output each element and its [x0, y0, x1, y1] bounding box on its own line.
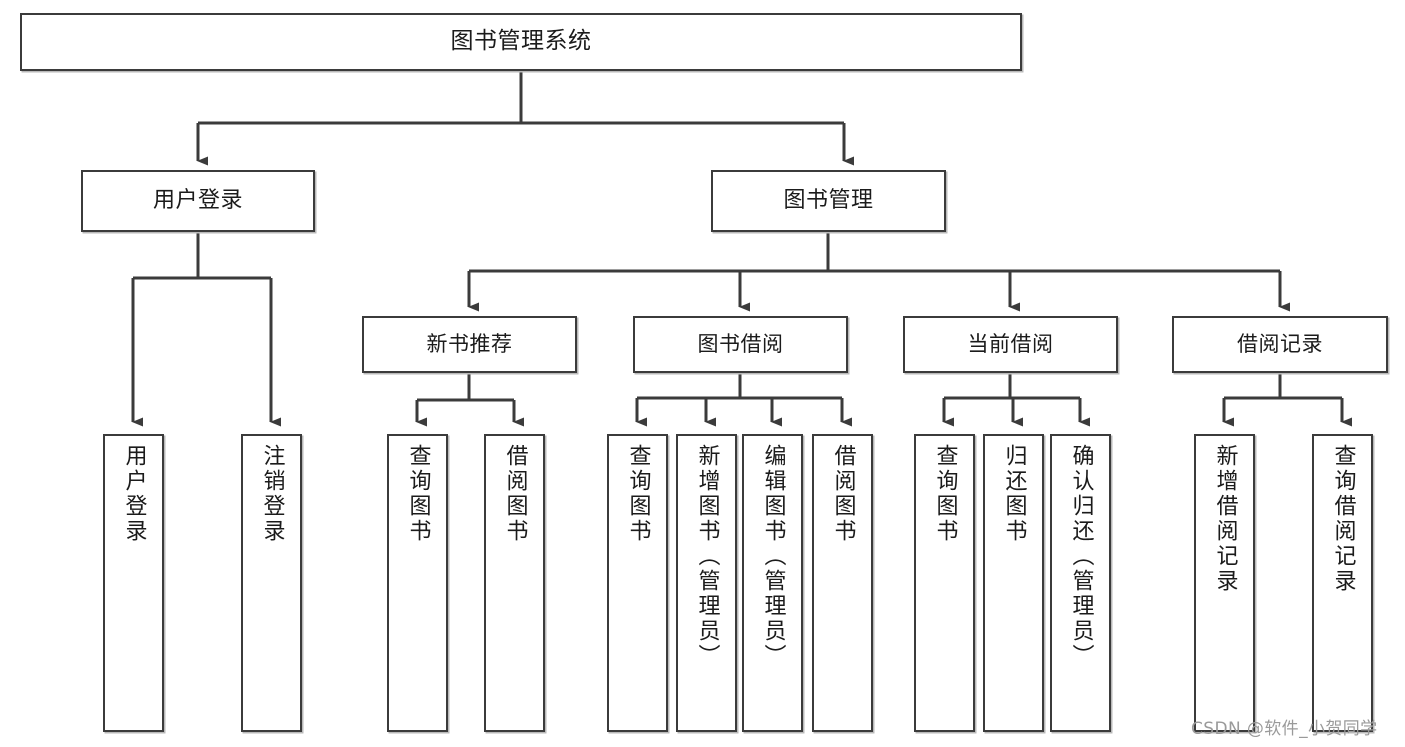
node-current-borrow-label: 当前借阅	[967, 332, 1054, 357]
leaf-new-book-borrow[interactable]: 借阅图书	[484, 434, 545, 732]
leaf-borrow-query-book[interactable]: 查询图书	[607, 434, 668, 732]
node-book-management-label: 图书管理	[783, 188, 874, 214]
leaf-label: 新增图书（管理员）	[694, 444, 720, 669]
leaf-record-query[interactable]: 查询借阅记录	[1312, 434, 1373, 732]
node-root[interactable]: 图书管理系统	[20, 13, 1022, 71]
node-borrow-record-label: 借阅记录	[1237, 332, 1323, 357]
leaf-user-login-logout[interactable]: 注销登录	[241, 434, 302, 732]
node-new-book-recommend-label: 新书推荐	[426, 332, 513, 357]
node-book-borrow[interactable]: 图书借阅	[633, 316, 848, 373]
leaf-borrow-edit-book-admin[interactable]: 编辑图书（管理员）	[742, 434, 803, 732]
node-new-book-recommend[interactable]: 新书推荐	[362, 316, 577, 373]
leaf-label: 确认归还（管理员）	[1068, 444, 1094, 669]
node-root-label: 图书管理系统	[450, 28, 592, 55]
leaf-label: 新增借阅记录	[1212, 444, 1238, 594]
node-borrow-record[interactable]: 借阅记录	[1172, 316, 1388, 373]
leaf-label: 借阅图书	[502, 444, 528, 544]
node-current-borrow[interactable]: 当前借阅	[903, 316, 1118, 373]
leaf-current-return-book[interactable]: 归还图书	[983, 434, 1044, 732]
leaf-label: 用户登录	[121, 444, 147, 544]
node-user-login-label: 用户登录	[152, 188, 243, 214]
node-book-borrow-label: 图书借阅	[697, 332, 784, 357]
leaf-borrow-borrow-book[interactable]: 借阅图书	[812, 434, 873, 732]
leaf-current-query-book[interactable]: 查询图书	[914, 434, 975, 732]
leaf-label: 查询图书	[405, 444, 431, 544]
node-book-management[interactable]: 图书管理	[711, 170, 946, 232]
leaf-new-book-query[interactable]: 查询图书	[387, 434, 448, 732]
leaf-label: 注销登录	[259, 444, 285, 544]
leaf-user-login-login[interactable]: 用户登录	[103, 434, 164, 732]
leaf-label: 查询图书	[932, 444, 958, 544]
leaf-record-add[interactable]: 新增借阅记录	[1194, 434, 1255, 732]
leaf-label: 借阅图书	[830, 444, 856, 544]
leaf-borrow-add-book-admin[interactable]: 新增图书（管理员）	[676, 434, 737, 732]
leaf-current-confirm-return-admin[interactable]: 确认归还（管理员）	[1050, 434, 1111, 732]
leaf-label: 查询图书	[625, 444, 651, 544]
leaf-label: 归还图书	[1001, 444, 1027, 544]
csdn-watermark: CSDN @软件_小贺同学	[1191, 719, 1378, 739]
node-user-login[interactable]: 用户登录	[81, 170, 315, 232]
leaf-label: 编辑图书（管理员）	[760, 444, 786, 669]
leaf-label: 查询借阅记录	[1330, 444, 1356, 594]
